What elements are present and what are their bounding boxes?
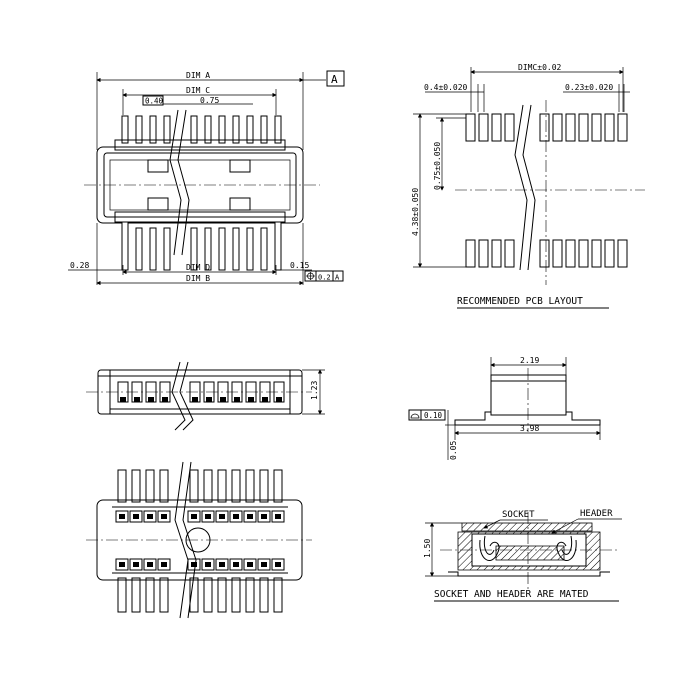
pitch-label: 0.75 — [200, 96, 219, 105]
side-view: 1.23 — [86, 361, 325, 431]
pin-width-box — [142, 95, 164, 106]
standoff-label: 0.05 — [449, 441, 458, 460]
right-offset-label: 0.15 — [290, 261, 309, 270]
pin-width-label: 0.40 — [145, 97, 164, 106]
flatness-label: 0.10 — [424, 411, 443, 420]
top-pin-row — [121, 115, 282, 144]
pcb-layout-view: DIMC±0.02 0.4±0.020 0.23±0.020 — [411, 63, 645, 309]
tolerance-value: 0.2 — [318, 274, 331, 282]
bottom-pin-row — [121, 221, 282, 271]
bottom-view — [86, 461, 312, 619]
bottom-upper-contacts — [115, 510, 285, 523]
side-height-label: 1.23 — [310, 381, 319, 400]
overall-length-label: 4.38±0.050 — [411, 188, 420, 236]
header-label: HEADER — [580, 509, 613, 519]
pad-width-left-label: 0.4±0.020 — [424, 83, 468, 92]
mated-caption: SOCKET AND HEADER ARE MATED — [434, 589, 589, 600]
socket-label: SOCKET — [502, 510, 535, 520]
base-width-label: 3.98 — [520, 424, 539, 433]
bottom-view-lower-pins — [117, 577, 283, 613]
dim-c-label: DIM C — [186, 86, 210, 95]
bottom-lower-contacts — [115, 558, 285, 571]
dimc-tolerance-label: DIMC±0.02 — [518, 63, 562, 72]
pcb-layout-caption: RECOMMENDED PCB LAYOUT — [457, 296, 583, 307]
top-view: DIM A A DIM C 0.40 0.75 — [68, 70, 345, 286]
dim-d-label: DIM D — [186, 263, 210, 272]
pcb-pad-row-bottom — [465, 239, 628, 268]
side-contact-marks — [120, 397, 282, 402]
profile-view: 2.19 0.10 3.98 0.05 — [408, 356, 601, 460]
dim-a-label: DIM A — [186, 71, 210, 80]
bottom-view-upper-pins — [117, 469, 283, 503]
pad-width-right-label: 0.23±0.020 — [565, 83, 613, 92]
top-width-label: 2.19 — [520, 356, 539, 365]
dim-b-label: DIM B — [186, 274, 210, 283]
tolerance-datum: A — [335, 274, 340, 282]
datum-a-box — [326, 70, 345, 87]
row-spacing-label: 0.75±0.050 — [433, 142, 442, 190]
datum-a-label: A — [331, 73, 338, 86]
socket-body-outline — [96, 146, 304, 224]
left-offset-label: 0.28 — [70, 261, 89, 270]
position-tolerance-frame: 0.2 A — [304, 270, 344, 282]
mated-section-view: SOCKET HEADER 1.50 SOCKET AND HEADER ARE… — [423, 509, 622, 602]
pcb-pad-row-top — [465, 113, 628, 142]
mated-height-label: 1.50 — [423, 539, 432, 558]
